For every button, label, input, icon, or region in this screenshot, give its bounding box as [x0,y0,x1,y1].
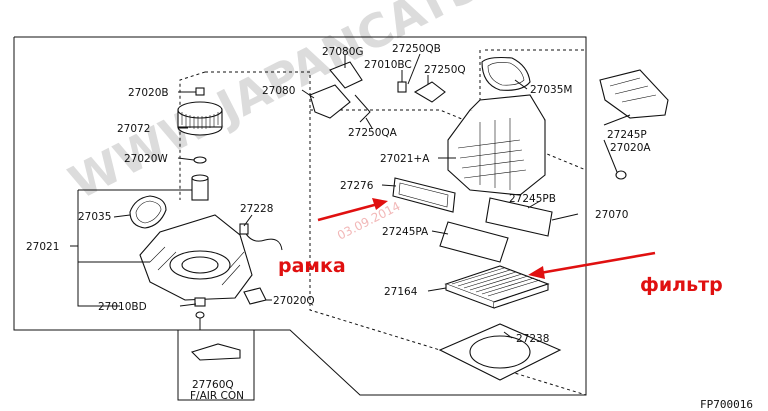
label-27072: 27072 [117,123,150,135]
gasket-27035 [129,195,167,229]
inset-screw [195,311,205,319]
label-27020b: 27020B [128,87,169,99]
bracket-27080 [309,84,351,119]
annotation-filter: фильтр [640,274,723,296]
label-27245pb: 27245PB [509,193,556,205]
bracket-27080g [329,61,363,89]
frame-inner [398,182,449,208]
label-27035: 27035 [78,211,111,223]
label-27010bc: 27010BC [364,59,412,71]
plate-27245pa [439,221,509,263]
plate-27245pb [485,197,553,237]
frame-27276 [392,177,456,213]
assembly-frame [13,36,587,396]
screw-27010bc [397,81,407,93]
label-27080g: 27080G [322,46,364,58]
label-27245p: 27245P [607,129,647,141]
label-27250q: 27250Q [424,64,466,76]
link-rod [354,94,371,123]
label-27021: 27021 [26,241,59,253]
label-27070: 27070 [595,209,628,221]
blower-motor-part [191,174,209,201]
label-27020a: 27020A [610,142,651,154]
label-27250qb: 27250QB [392,43,441,55]
inset-part-label: 27760Q [192,379,234,391]
label-27010bd: 27010BD [98,301,147,313]
label-27020w: 27020W [124,153,168,165]
cover-27238 [438,323,562,381]
frame-arrow [317,198,388,222]
label-27020q: 27020Q [273,295,315,307]
gasket-27035m-inner [487,62,525,86]
washer-27020w [193,156,207,164]
leader-lines [70,53,631,339]
label-27238: 27238 [516,333,549,345]
page-reference: FP700016 [700,398,753,411]
dashed-outline-left [179,71,206,200]
inset-caption-text: F/AIR CON [190,390,244,402]
inset-box [177,329,255,401]
label-27021a: 27021+A [380,153,430,165]
inset-part [190,343,241,361]
label-27164: 27164 [384,286,418,298]
filter-arrow [528,251,656,279]
blower-housing-part [139,214,253,307]
intake-unit-part [447,94,546,196]
duct-27245p [599,69,669,119]
label-27228: 27228 [240,203,273,215]
harness-plug [239,223,249,235]
label-27276: 27276 [340,180,374,192]
nut-27020b [195,87,205,96]
gasket-inner [135,200,162,224]
label-27080: 27080 [262,85,295,97]
lever-27250q [413,81,446,103]
harness-27228 [242,227,283,251]
screw-27020a [615,170,627,180]
annotation-frame: рамка [278,255,346,277]
filter-27164 [444,265,550,309]
clip-27020q [243,287,267,305]
label-27245pa: 27245PA [382,226,429,238]
label-27250qa: 27250QA [348,127,398,139]
blower-fan-part [177,101,223,136]
label-27035m: 27035M [530,84,572,96]
